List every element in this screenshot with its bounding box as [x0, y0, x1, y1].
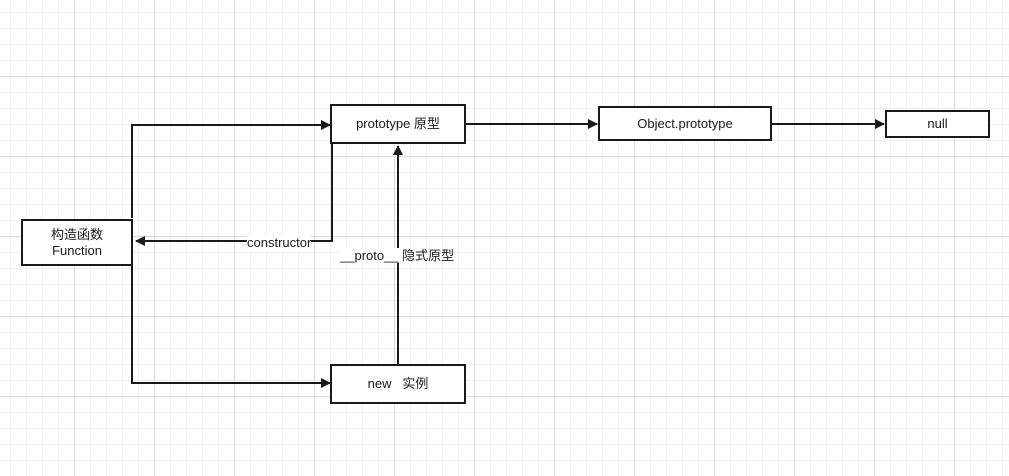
node-object-prototype-label: Object.prototype [637, 115, 733, 131]
edge-function-to-instance [131, 266, 331, 388]
node-constructor-function-line1: 构造函数 [50, 226, 103, 242]
edge-label-proto: __proto__ 隐式原型 [340, 248, 455, 263]
node-prototype[interactable]: prototype 原型 [330, 104, 466, 144]
edge-constructor [135, 144, 333, 246]
node-instance[interactable]: new 实例 [330, 364, 466, 404]
node-constructor-function[interactable]: 构造函数 Function [21, 219, 133, 266]
edge-function-to-prototype [131, 120, 331, 218]
node-null[interactable]: null [885, 110, 990, 138]
node-object-prototype[interactable]: Object.prototype [598, 106, 772, 141]
edge-label-constructor: constructor [247, 235, 312, 250]
node-null-label: null [927, 116, 948, 131]
node-prototype-label: prototype 原型 [356, 116, 440, 131]
node-instance-label: new 实例 [367, 376, 429, 391]
node-constructor-function-line2: Function [52, 242, 102, 258]
